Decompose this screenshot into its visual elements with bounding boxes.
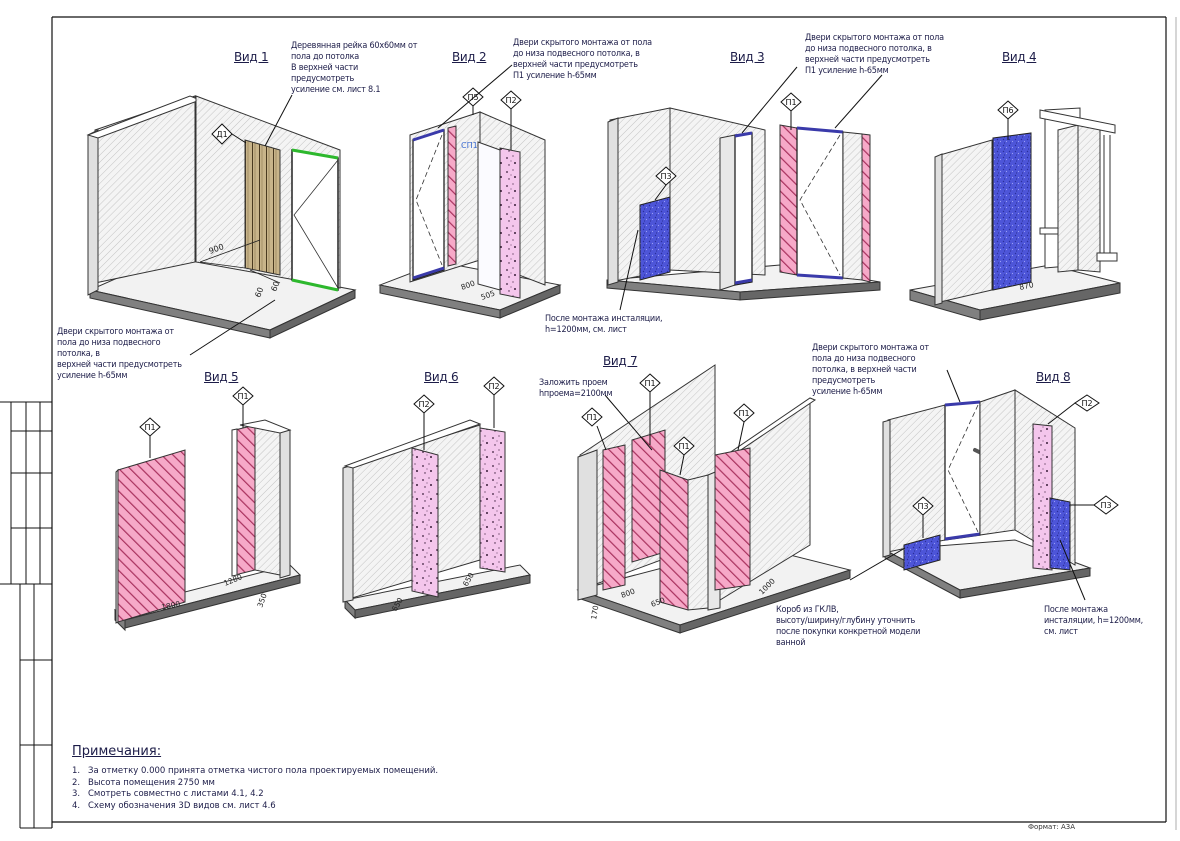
view-2-title: Вид 2 (452, 50, 487, 64)
view-1-title: Вид 1 (234, 50, 269, 64)
leader-line (264, 94, 293, 147)
leader-line (437, 64, 513, 129)
tag-p1-v7d: П1 (733, 403, 755, 451)
tag-d1: Д1 (211, 123, 247, 145)
view-4-title: Вид 4 (1002, 50, 1037, 64)
svg-text:П1: П1 (237, 392, 248, 401)
svg-text:П3: П3 (1100, 501, 1111, 510)
view-4-dimensions: 870 (1019, 280, 1035, 292)
dim-label: 60 (269, 280, 281, 293)
svg-text:П1: П1 (678, 442, 689, 451)
tag-p3-v8b: П3 (1070, 495, 1119, 515)
svg-text:П2: П2 (1081, 399, 1092, 408)
svg-text:870: 870 (1019, 280, 1035, 292)
svg-text:П2: П2 (418, 400, 429, 409)
view-3-drawing (606, 107, 881, 301)
leader-line (946, 369, 961, 403)
view-2-drawing: СП1 (378, 111, 562, 319)
callout-v1-slats: Деревянная рейка 60х60мм от пола до пото… (291, 41, 418, 95)
svg-text:П3: П3 (660, 172, 671, 181)
svg-text:1800: 1800 (161, 599, 182, 612)
tag-p1-v7b: П1 (639, 373, 661, 445)
leader-line (741, 66, 798, 134)
sheet-frame (51, 16, 1177, 830)
callout-v7-box: Короб из ГКЛВ, высоту/ширину/глубину уто… (776, 605, 921, 648)
sp1-label: СП1 (461, 141, 478, 150)
leader-line (189, 299, 276, 356)
svg-text:П3: П3 (917, 502, 928, 511)
tag-p1-v7a: П1 (581, 407, 607, 451)
svg-text:Д1: Д1 (216, 130, 227, 139)
view-7-drawing (576, 364, 852, 634)
view-8-drawing (882, 389, 1092, 599)
tag-p1-v5b: П1 (232, 386, 254, 428)
svg-text:П1: П1 (785, 98, 796, 107)
callout-v3-install: После монтажа инсталяции, h=1200мм, см. … (545, 314, 663, 335)
svg-text:П1: П1 (586, 413, 597, 422)
leader-line (619, 229, 639, 311)
tag-p3-v8a: П3 (912, 496, 934, 538)
callout-v2-door: Двери скрытого монтажа от пола до низа п… (513, 38, 652, 81)
svg-text:П1: П1 (738, 409, 749, 418)
view-7-title: Вид 7 (603, 354, 638, 368)
note-item: 3.Смотреть совместно с листами 4.1, 4.2 (72, 789, 264, 799)
tag-p2-v8: П2 (1047, 394, 1100, 425)
tag-p2-v6a: П2 (413, 394, 435, 450)
tag-p3-v3: П3 (654, 166, 677, 201)
note-item: 1.За отметку 0.000 принята отметка чисто… (72, 766, 439, 776)
view-5-title: Вид 5 (204, 370, 239, 384)
svg-text:П1: П1 (644, 379, 655, 388)
view-6-title: Вид 6 (424, 370, 459, 384)
notes-list: 1.За отметку 0.000 принята отметка чисто… (72, 766, 438, 812)
dim-label: 60 (253, 286, 265, 299)
notes-title: Примечания: (72, 744, 162, 759)
side-stamp-table (0, 401, 52, 829)
leader-line (604, 394, 653, 451)
tag-p6: П6 (997, 100, 1019, 140)
svg-text:П6: П6 (1002, 106, 1013, 115)
callout-v3-door: Двери скрытого монтажа от пола до низа п… (805, 33, 944, 76)
note-item: 4.Схему обозначения 3D видов см. лист 4.… (72, 800, 276, 811)
svg-text:П1: П1 (144, 423, 155, 432)
tag-p1-v3: П1 (780, 92, 802, 130)
callout-v8-install: После монтажа инсталяции, h=1200мм, см. … (1044, 605, 1144, 637)
tag-p5: П5 (462, 87, 484, 115)
svg-text:П5: П5 (467, 93, 478, 102)
view-6-drawing (342, 419, 532, 620)
leader-line (834, 74, 883, 129)
svg-text:П2: П2 (505, 96, 516, 105)
view-5-drawing (114, 419, 301, 632)
tag-p2: П2 (500, 90, 522, 150)
svg-text:170: 170 (589, 604, 600, 620)
tag-p1-v7c: П1 (673, 436, 695, 476)
leader-line (849, 547, 906, 581)
note-item: 2.Высота помещения 2750 мм (72, 777, 215, 788)
callout-v7-opening: Заложить проем hпроема=2100мм (539, 378, 613, 399)
view-4-drawing (909, 107, 1121, 321)
callout-v1-door: Двери скрытого монтажа от пола до низа п… (57, 327, 182, 381)
svg-text:П2: П2 (488, 382, 499, 391)
callout-v8-door: Двери скрытого монтажа от пола до низа п… (812, 343, 929, 397)
tag-p2-v6b: П2 (483, 376, 505, 428)
view-8-title: Вид 8 (1036, 370, 1071, 384)
view-3-title: Вид 3 (730, 50, 765, 64)
tag-p1-v5a: П1 (139, 417, 161, 458)
view-1-drawing (86, 95, 357, 339)
format-label: Формат: А3А (1028, 823, 1076, 831)
leader-line (1059, 539, 1086, 601)
